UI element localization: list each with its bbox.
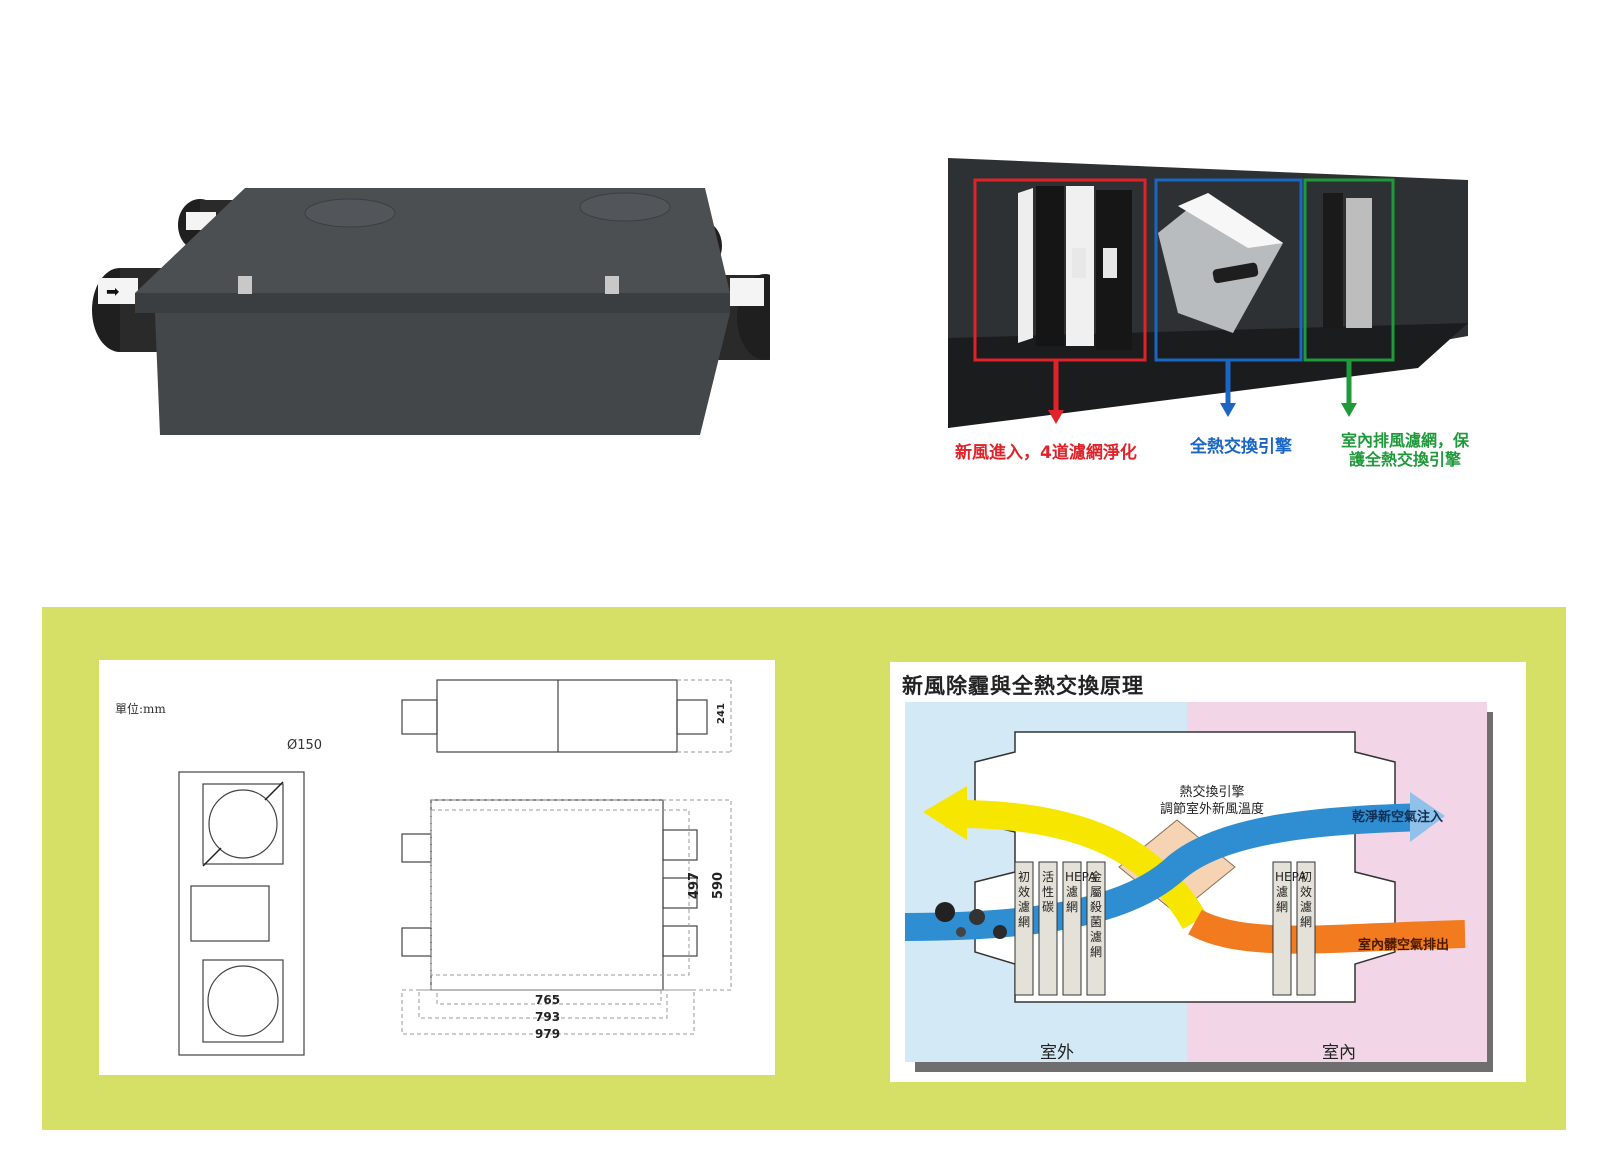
dim-497: 497 [687,871,703,900]
dirty-air-out-label: 室內髒空氣排出 [1358,938,1450,953]
filter-right-2: 初效濾網 [1299,870,1312,929]
heat-exchange-engine-label: 全熱交換引擎 [1190,437,1292,457]
dimension-drawing: 單位:mm Ø150 241 497 590 765 793 979 [99,660,775,1075]
fresh-air-filter-label: 新風進入，4道濾網淨化 [955,443,1137,463]
filter-left-2: 活性碳 [1041,870,1054,914]
principle-title: 新風除霾與全熱交換原理 [902,674,1144,698]
outdoor-label: 室外 [1040,1043,1074,1063]
dim-590: 590 [711,871,727,900]
filter-photo [948,158,1488,428]
filter-left-4: 金屬殺菌濾網 [1089,870,1102,959]
airflow-diagram [905,702,1493,1072]
red-box [973,178,1147,362]
dim-241: 241 [715,703,727,724]
exhaust-filter-label: 室內排風濾網，保護全熱交換引擎 [1340,431,1469,469]
dim-793: 793 [535,1010,561,1024]
product-photo: ➡ [92,188,770,435]
clean-air-in-label: 乾淨新空氣注入 [1352,810,1444,825]
engine-line2: 調節室外新風溫度 [1159,802,1264,817]
indoor-label: 室內 [1322,1043,1356,1063]
filter-left-3: HEPA濾網 [1065,870,1096,914]
dim-979: 979 [535,1027,561,1041]
filter-left-1: 初效濾網 [1017,870,1030,929]
svg-text:➡: ➡ [106,282,119,301]
diameter-label: Ø150 [287,738,323,753]
filter-right-1: HEPA濾網 [1275,870,1306,914]
unit-label: 單位:mm [115,702,166,716]
dim-765: 765 [535,993,561,1007]
engine-line1: 熱交換引擎 [1179,785,1245,800]
